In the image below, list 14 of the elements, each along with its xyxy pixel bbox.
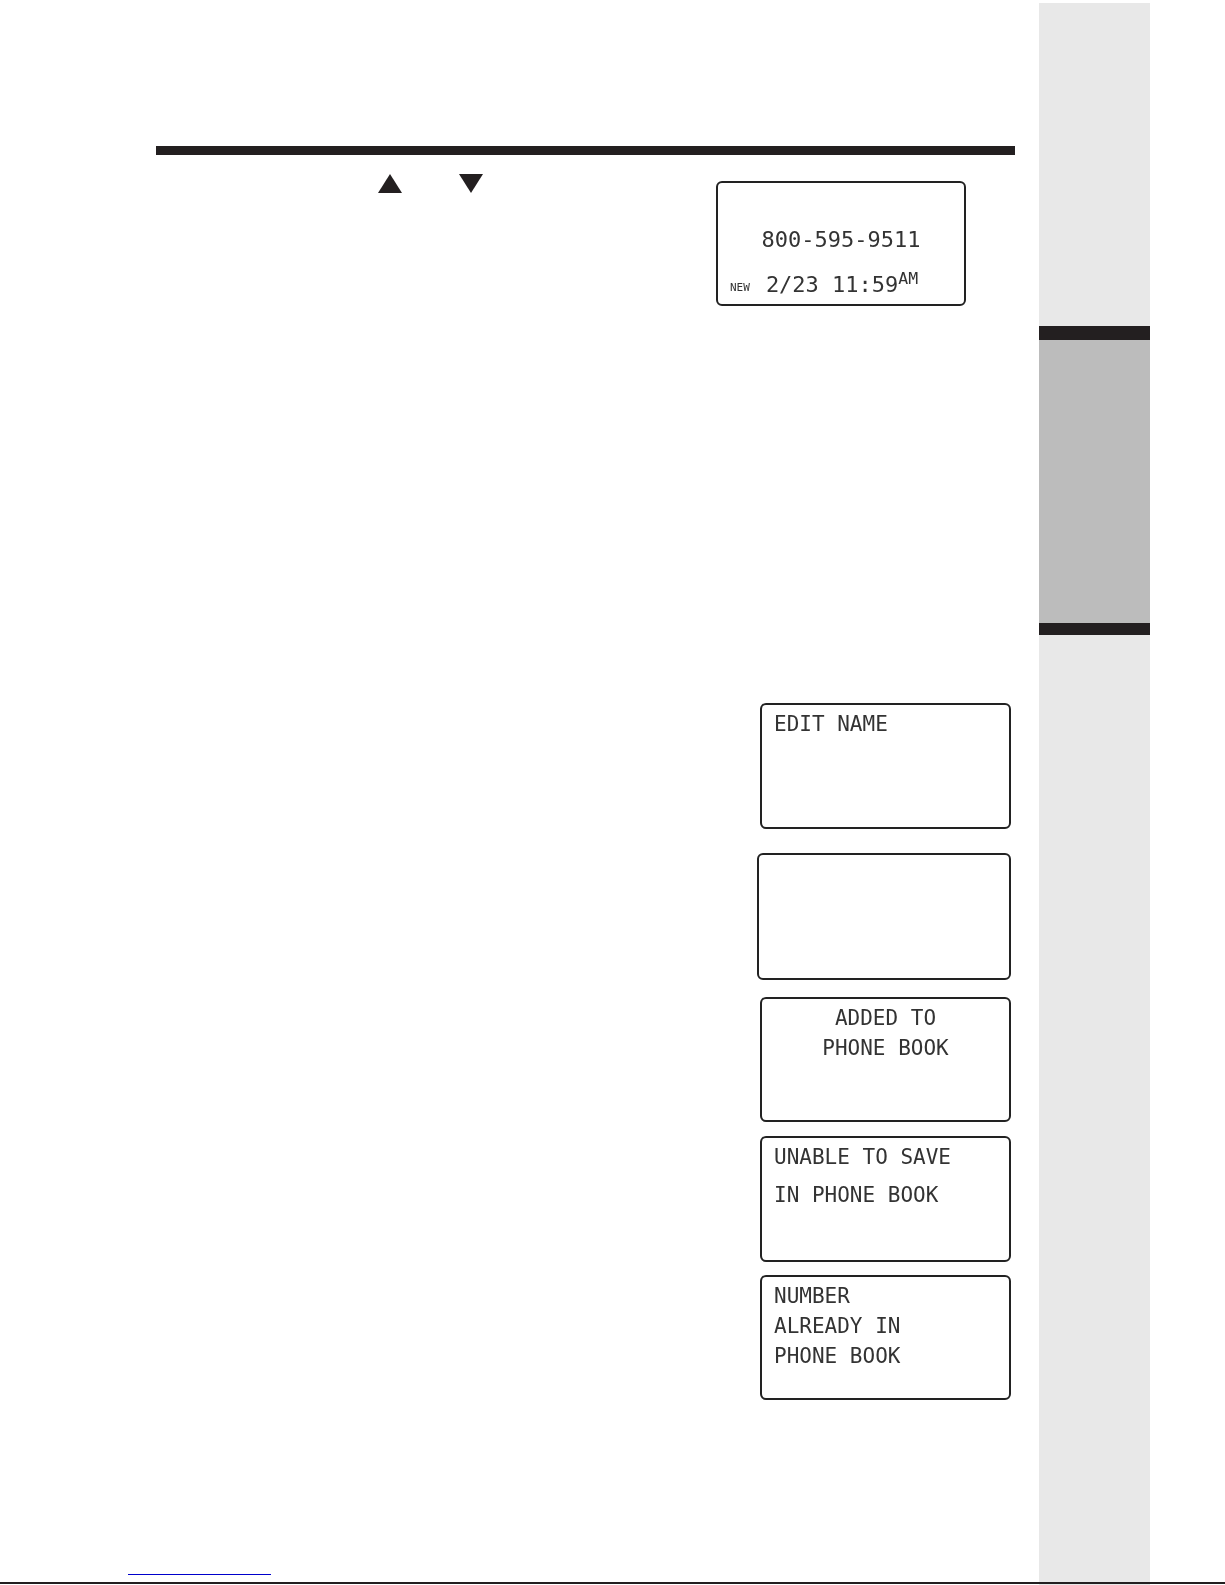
lcd-screen — [760, 1136, 1011, 1262]
lcd-text: NEW — [730, 279, 750, 296]
lcd-screen — [760, 1275, 1011, 1400]
lcd-text: 800-595-9511 — [761, 226, 921, 254]
lcd-screen — [716, 181, 966, 306]
lcd-text: EDIT NAME — [774, 711, 888, 738]
lcd-text: UNABLE TO SAVE — [774, 1144, 951, 1171]
lcd-text: 2/23 11:59$^{AM}$ — [765, 274, 919, 296]
lcd-text: ADDED TO PHONE BOOK — [821, 1005, 950, 1062]
lcd-text: IN PHONE BOOK — [774, 1182, 939, 1209]
blank-lcd-screen — [757, 853, 1011, 980]
lcd-text: NUMBER ALREADY IN PHONE BOOK — [774, 1283, 902, 1370]
lcd-screen — [760, 997, 1011, 1122]
lcd-screen — [760, 703, 1011, 829]
